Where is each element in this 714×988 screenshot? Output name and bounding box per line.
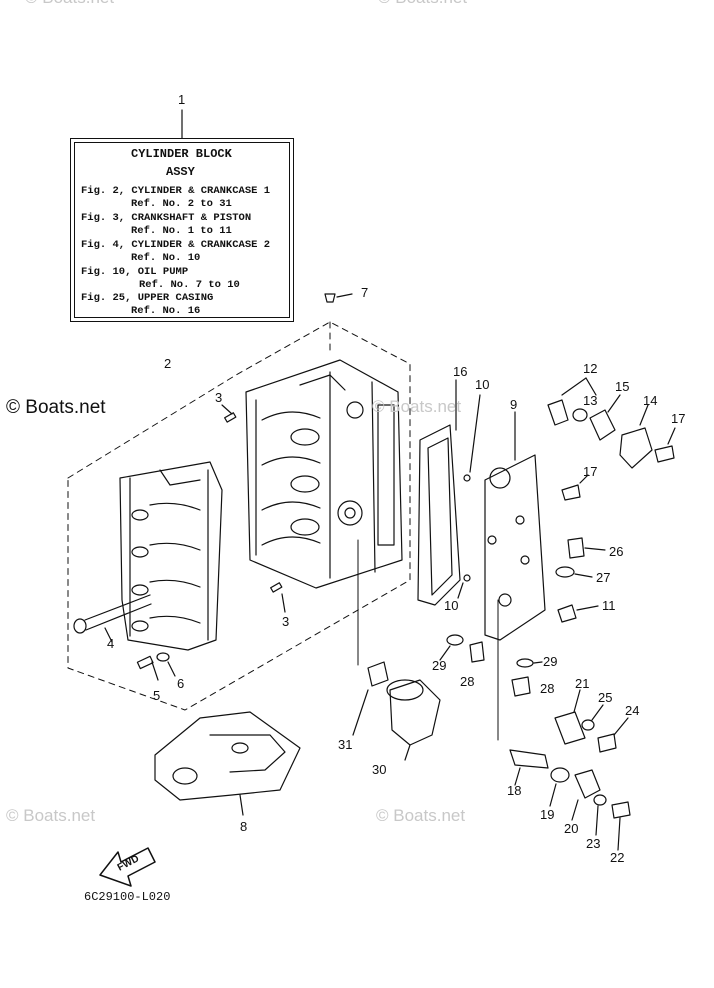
dowel-pin-parts <box>221 404 286 613</box>
box-line: Ref. No. 10 <box>131 252 201 264</box>
callout-22: 22 <box>610 850 625 865</box>
callout-19: 19 <box>540 807 555 822</box>
plug-part-28b <box>511 676 531 697</box>
callout-25: 25 <box>598 690 613 705</box>
callout-6: 6 <box>177 676 185 691</box>
box-line: Ref. No. 1 to 11 <box>131 225 232 237</box>
diagram-code: 6C29100-L020 <box>84 890 171 904</box>
bolt-washer-parts-5-6 <box>136 652 176 681</box>
box-line: Ref. No. 16 <box>131 305 201 317</box>
callout-1: 1 <box>178 92 186 107</box>
box-subtitle: ASSY <box>166 165 195 179</box>
box-line: Ref. No. 7 to 10 <box>139 279 240 291</box>
box-line: Fig. 4, CYLINDER & CRANKCASE 2 <box>81 239 271 251</box>
callout-9: 9 <box>510 397 518 412</box>
box-line: Fig. 2, CYLINDER & CRANKCASE 1 <box>81 185 271 197</box>
plug-part-26 <box>567 537 585 559</box>
washer-part-25 <box>581 719 595 731</box>
callout-14: 14 <box>643 393 658 408</box>
bracket-part-18 <box>509 749 549 769</box>
bracket-part-21 <box>554 711 586 745</box>
callout-27: 27 <box>596 570 611 585</box>
cover-plate-part-9 <box>484 411 546 641</box>
bolt-parts-17 <box>561 427 676 501</box>
callout-11: 11 <box>602 598 616 613</box>
oil-filter-part-30 <box>386 679 441 761</box>
callout-3: 3 <box>215 390 223 405</box>
washer-part-29b <box>516 658 534 668</box>
callout-8: 8 <box>240 819 248 834</box>
callout-30: 30 <box>372 762 387 777</box>
callout-2: 2 <box>164 356 172 371</box>
fitting-part-11 <box>557 604 577 623</box>
cylinder-assembly-outline <box>67 321 411 711</box>
grommet-part-19 <box>550 767 570 783</box>
box-line: Fig. 3, CRANKSHAFT & PISTON <box>81 212 252 224</box>
callout-15: 15 <box>615 379 630 394</box>
callout-17: 17 <box>583 464 598 479</box>
bolt-part-22 <box>611 801 631 819</box>
callout-28: 28 <box>460 674 475 689</box>
fwd-arrow-icon <box>99 847 156 887</box>
callout-28: 28 <box>540 681 555 696</box>
watermark-text: © Boats.net <box>372 397 462 416</box>
plug-part-28a <box>469 641 485 663</box>
box-line: Ref. No. 2 to 31 <box>131 198 232 210</box>
watermark-text: © Boats.net <box>376 806 466 825</box>
gasket-part-15 <box>589 409 616 441</box>
callout-18: 18 <box>507 783 522 798</box>
crankcase-part <box>119 461 223 651</box>
box-title: CYLINDER BLOCK <box>131 147 232 161</box>
cylinder-block-part <box>245 359 403 589</box>
washer-part-13 <box>572 408 588 422</box>
callout-29: 29 <box>543 654 558 669</box>
watermark-text: © Boats.net <box>6 806 96 825</box>
callout-23: 23 <box>586 836 601 851</box>
cover-part-14 <box>619 427 653 469</box>
callout-26: 26 <box>609 544 624 559</box>
watermark-text: © Boats.net <box>25 0 114 8</box>
callout-17: 17 <box>671 411 686 426</box>
callout-5: 5 <box>153 688 161 703</box>
box-line: Fig. 25, UPPER CASING <box>81 292 214 304</box>
o-ring-part-27 <box>555 566 575 578</box>
callout-31: 31 <box>338 737 353 752</box>
callout-20: 20 <box>564 821 579 836</box>
washer-part-23 <box>593 794 607 806</box>
watermark-text: © Boats.net <box>378 0 467 8</box>
callout-10: 10 <box>444 598 459 613</box>
sender-part-12 <box>547 377 587 426</box>
callout-21: 21 <box>575 676 590 691</box>
callout-7: 7 <box>361 285 369 300</box>
callout-29: 29 <box>432 658 447 673</box>
callout-24: 24 <box>625 703 640 718</box>
nipple-part-31 <box>352 661 389 736</box>
callout-10: 10 <box>475 377 490 392</box>
callout-16: 16 <box>453 364 468 379</box>
gasket-part-8 <box>154 711 301 816</box>
callout-3: 3 <box>282 614 290 629</box>
gasket-part-16 <box>417 379 461 606</box>
callout-13: 13 <box>583 393 598 408</box>
watermark-text: © Boats.net <box>6 397 106 418</box>
bolt-part-4 <box>73 594 152 643</box>
plug-part-7 <box>324 293 336 303</box>
callout-12: 12 <box>583 361 598 376</box>
bolt-part-24 <box>597 733 617 753</box>
assembly-reference-box: CYLINDER BLOCK ASSY Fig. 2, CYLINDER & C… <box>70 138 294 322</box>
box-line: Fig. 10, OIL PUMP <box>81 266 189 278</box>
callout-4: 4 <box>107 636 115 651</box>
bracket-part-20 <box>574 769 601 799</box>
washer-part-29a <box>446 634 464 646</box>
